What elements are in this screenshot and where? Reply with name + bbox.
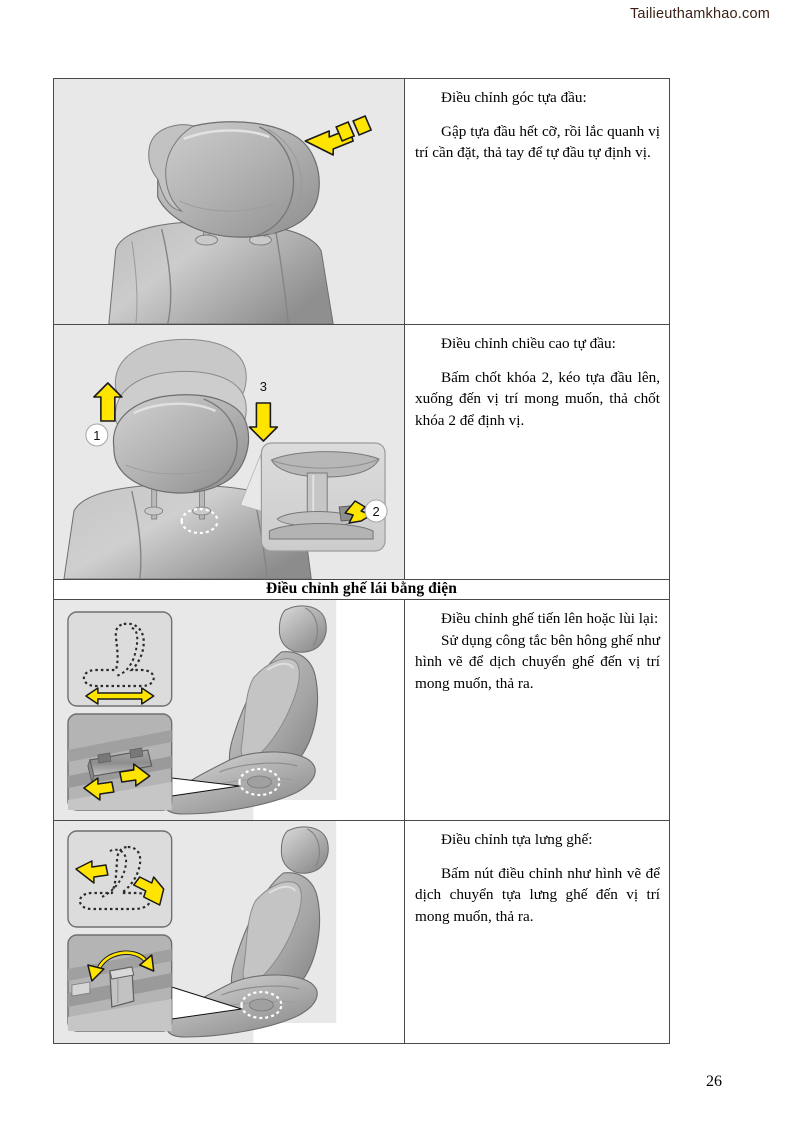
seat-illustration <box>166 826 329 1038</box>
figure-cell-seatback-recline <box>53 820 405 1044</box>
text-cell-seat-slide: Điều chỉnh ghế tiến lên hoặc lùi lại: Sử… <box>404 599 670 821</box>
section-header-cell: Điều chỉnh ghế lái bằng điện <box>53 579 670 600</box>
section-title: Điều chỉnh ghế lái bằng điện <box>265 580 457 597</box>
inset-recline-outline <box>67 830 173 928</box>
page-number: 26 <box>706 1073 722 1090</box>
arrow-double-horizontal <box>85 687 155 705</box>
instruction-body: Bấm nút điều chỉnh như hình vẽ để dịch c… <box>415 864 660 925</box>
instruction-text: Điều chỉnh ghế tiến lên hoặc lùi lại: Sử… <box>405 600 669 702</box>
instruction-text: Điều chỉnh chiều cao tự đầu: Bấm chốt kh… <box>405 325 669 439</box>
inset-seat-outline <box>67 611 173 707</box>
figure-cell-seat-slide <box>53 599 405 821</box>
site-watermark: Tailieuthamkhao.com <box>629 6 770 22</box>
arrow-curved <box>87 950 155 982</box>
arrow-left-motion <box>304 114 373 156</box>
headrest-height-figure: 1 3 <box>54 325 404 579</box>
svg-text:3: 3 <box>260 379 267 394</box>
instruction-body: Bấm chốt khóa 2, kéo tựa đầu lên, xuống … <box>415 368 660 429</box>
text-cell-seatback-recline: Điều chỉnh tựa lưng ghế: Bấm nút điều ch… <box>404 820 670 1044</box>
arrow-recline-back <box>75 860 109 884</box>
text-cell-headrest-angle: Điều chỉnh góc tựa đầu: Gập tựa đầu hết … <box>404 78 670 325</box>
figure-cell-headrest-height: 1 3 <box>53 324 405 580</box>
instruction-body: Sử dụng công tắc bên hông ghế như hình v… <box>415 631 660 692</box>
arrow-up <box>93 382 123 422</box>
table-row: Điều chỉnh tựa lưng ghế: Bấm nút điều ch… <box>53 820 670 1044</box>
inset-detail-panel: 2 <box>239 442 388 552</box>
arrow-right <box>119 763 151 787</box>
instruction-heading: Điều chỉnh ghế tiến lên hoặc lùi lại: <box>441 610 659 627</box>
section-header-row: Điều chỉnh ghế lái bằng điện <box>53 579 670 600</box>
instruction-heading: Điều chỉnh chiều cao tự đầu: <box>441 335 616 352</box>
headrest-angle-figure <box>54 79 404 324</box>
table-row: Điều chỉnh góc tựa đầu: Gập tựa đầu hết … <box>53 78 670 325</box>
arrow-left <box>83 777 115 801</box>
table-row: Điều chỉnh ghế tiến lên hoặc lùi lại: Sử… <box>53 599 670 821</box>
figure-cell-headrest-angle <box>53 78 405 325</box>
instruction-text: Điều chỉnh tựa lưng ghế: Bấm nút điều ch… <box>405 821 669 935</box>
arrow-down <box>248 402 279 442</box>
inset-recline-switch <box>67 934 173 1032</box>
table-row: 1 3 <box>53 324 670 580</box>
svg-text:1: 1 <box>93 428 100 443</box>
arrow-recline-forward <box>133 876 165 906</box>
text-cell-headrest-height: Điều chỉnh chiều cao tự đầu: Bấm chốt kh… <box>404 324 670 580</box>
instruction-text: Điều chỉnh góc tựa đầu: Gập tựa đầu hết … <box>405 79 669 172</box>
instruction-heading: Điều chỉnh tựa lưng ghế: <box>441 831 593 848</box>
instruction-heading: Điều chỉnh góc tựa đầu: <box>441 89 587 106</box>
inset-switch-detail <box>67 713 173 811</box>
marker-1: 1 <box>85 423 109 447</box>
svg-text:2: 2 <box>372 504 379 519</box>
instruction-body: Gập tựa đầu hết cỡ, rồi lắc quanh vị trí… <box>415 122 660 162</box>
seat-illustration <box>164 605 327 815</box>
seatback-recline-figure <box>54 821 404 1043</box>
seat-slide-figure <box>54 600 404 820</box>
marker-3: 3 <box>260 379 267 394</box>
instruction-table: Điều chỉnh góc tựa đầu: Gập tựa đầu hết … <box>53 78 670 1044</box>
